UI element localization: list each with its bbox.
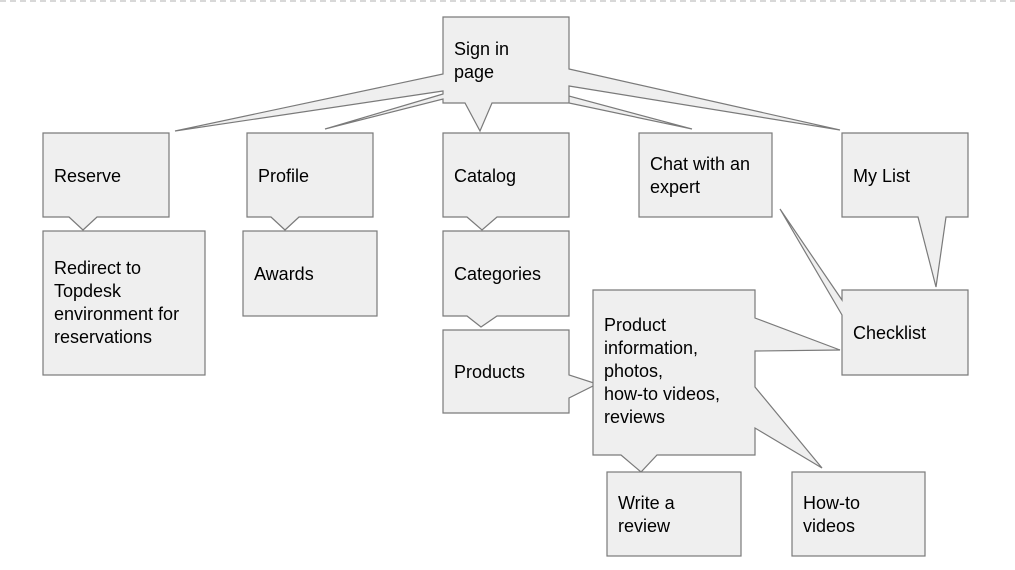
node-text-line: Profile: [258, 166, 309, 186]
node-write-review: Write a review: [606, 471, 742, 557]
node-product-info: Product information, photos, how-to videos,…: [592, 289, 841, 473]
node-chat-text: Chat with an expert: [650, 154, 750, 197]
node-checklist: Checklist: [779, 208, 969, 376]
node-text-line: photos,: [604, 361, 663, 381]
node-text-line: review: [618, 516, 671, 536]
node-text-line: Products: [454, 362, 525, 382]
node-reserve-text: Reserve: [54, 166, 121, 186]
node-checklist-text: Checklist: [853, 323, 926, 343]
node-redirect: Redirect to Topdesk environment for reserva…: [42, 230, 206, 376]
node-categories: Categories: [442, 230, 570, 328]
node-sign-in-text: Sign in page: [454, 39, 509, 82]
node-catalog: Catalog: [442, 132, 570, 231]
node-text-line: Awards: [254, 264, 314, 284]
node-catalog-text: Catalog: [454, 166, 516, 186]
node-text-line: Topdesk: [54, 281, 122, 301]
node-text-line: page: [454, 62, 494, 82]
node-write-review-text: Write a review: [618, 493, 676, 536]
node-text-line: How-to: [803, 493, 860, 513]
node-reserve: Reserve: [42, 132, 170, 231]
node-text-line: Categories: [454, 264, 541, 284]
node-awards-text: Awards: [254, 264, 314, 284]
node-how-to: How-to videos: [791, 471, 926, 557]
node-text-line: Write a: [618, 493, 676, 513]
node-categories-text: Categories: [454, 264, 541, 284]
node-text-line: Product: [604, 315, 666, 335]
node-text-line: Sign in: [454, 39, 509, 59]
node-text-line: environment for: [54, 304, 179, 324]
node-text-line: how-to videos,: [604, 384, 720, 404]
node-text-line: Chat with an: [650, 154, 750, 174]
node-sign-in: Sign in page: [174, 16, 841, 133]
node-products: Products: [442, 329, 599, 414]
node-text-line: reservations: [54, 327, 152, 347]
node-text-line: My List: [853, 166, 910, 186]
node-text-line: Checklist: [853, 323, 926, 343]
node-profile: Profile: [246, 132, 374, 231]
node-redirect-text: Redirect to Topdesk environment for reserva…: [54, 258, 179, 347]
node-text-line: expert: [650, 177, 700, 197]
node-text-line: videos: [803, 516, 855, 536]
node-how-to-text: How-to videos: [803, 493, 860, 536]
node-my-list-text: My List: [853, 166, 910, 186]
node-awards: Awards: [242, 230, 378, 317]
node-text-line: Reserve: [54, 166, 121, 186]
node-text-line: Redirect to: [54, 258, 141, 278]
node-text-line: reviews: [604, 407, 665, 427]
node-profile-text: Profile: [258, 166, 309, 186]
node-product-info-text: Product information, photos, how-to videos,…: [604, 315, 720, 427]
node-text-line: information,: [604, 338, 698, 358]
top-dashed-rule: [0, 0, 1015, 2]
node-my-list: My List: [841, 132, 969, 288]
node-products-text: Products: [454, 362, 525, 382]
node-chat: Chat with an expert: [638, 132, 773, 218]
node-text-line: Catalog: [454, 166, 516, 186]
